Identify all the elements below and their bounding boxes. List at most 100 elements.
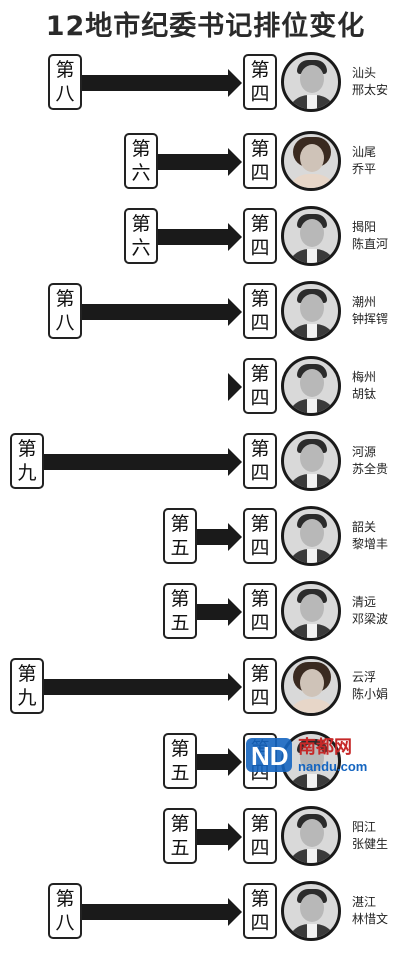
portrait-avatar xyxy=(281,431,341,491)
old-rank-box-char: 第 xyxy=(131,138,151,160)
page-title: 12地市纪委书记排位变化 xyxy=(45,11,366,42)
rank-row: 第四 梅州胡钛 xyxy=(0,350,411,424)
city-label: 河源 xyxy=(352,445,377,459)
old-rank-box: 第五 xyxy=(163,808,197,864)
old-rank-box: 第八 xyxy=(48,883,82,939)
new-rank-box-char: 四 xyxy=(250,687,270,709)
official-name: 湛江林惜文 xyxy=(352,894,388,928)
new-rank-box-char: 四 xyxy=(250,912,270,934)
official-name: 云浮陈小娟 xyxy=(352,669,388,703)
new-rank-box-char: 第 xyxy=(250,59,270,81)
old-rank-box-char: 第 xyxy=(170,588,190,610)
person-label: 苏全贵 xyxy=(352,462,389,476)
new-rank-box: 第四 xyxy=(243,358,277,414)
old-rank-box-char: 第 xyxy=(170,813,190,835)
arrow-shaft xyxy=(197,604,228,620)
svg-text:ND: ND xyxy=(251,741,289,771)
official-name: 韶关黎增丰 xyxy=(352,519,388,553)
portrait-avatar xyxy=(281,656,341,716)
rank-row: 第六第四揭阳陈直河 xyxy=(0,200,411,274)
old-rank-box-char: 第 xyxy=(55,59,75,81)
official-name: 河源苏全贵 xyxy=(352,444,388,478)
new-rank-box-char: 四 xyxy=(250,237,270,259)
new-rank-box-char: 第 xyxy=(250,138,270,160)
old-rank-box-char: 八 xyxy=(55,83,75,105)
old-rank-box-char: 第 xyxy=(55,288,75,310)
official-name: 清远邓梁波 xyxy=(352,594,388,628)
new-rank-box-char: 第 xyxy=(250,813,270,835)
old-rank-box-char: 六 xyxy=(131,162,151,184)
new-rank-box: 第四 xyxy=(243,658,277,714)
city-label: 云浮 xyxy=(352,670,377,684)
arrow-head-icon xyxy=(228,898,242,926)
arrow-shaft xyxy=(197,829,228,845)
arrow-head-icon xyxy=(228,298,242,326)
portrait-avatar xyxy=(281,206,341,266)
new-rank-box-char: 第 xyxy=(250,588,270,610)
old-rank-box-char: 五 xyxy=(170,837,190,859)
person-label: 邓梁波 xyxy=(352,612,389,626)
new-rank-box-char: 四 xyxy=(250,387,270,409)
new-rank-box: 第四 xyxy=(243,54,277,110)
person-label: 林惜文 xyxy=(352,912,389,926)
portrait-avatar xyxy=(281,881,341,941)
city-label: 汕头 xyxy=(352,66,377,80)
new-rank-box: 第四 xyxy=(243,133,277,189)
arrow-head-icon xyxy=(228,223,242,251)
official-name: 潮州钟挥锷 xyxy=(352,294,388,328)
old-rank-box-char: 第 xyxy=(131,213,151,235)
new-rank-box-char: 第 xyxy=(250,513,270,535)
nandu-logo-icon: ND 南都网 nandu.com xyxy=(246,736,367,774)
svg-text:南都网: 南都网 xyxy=(298,736,352,758)
portrait-avatar xyxy=(281,731,341,791)
rank-row: 第五第四韶关黎增丰 xyxy=(0,500,411,574)
city-label: 阳江 xyxy=(352,820,377,834)
new-rank-box-char: 第 xyxy=(250,288,270,310)
old-rank-box: 第五 xyxy=(163,733,197,789)
nandu-watermark: ND 南都网 nandu.com xyxy=(246,732,386,778)
old-rank-box-char: 第 xyxy=(17,663,37,685)
rank-row: 第五第四阳江张健生 xyxy=(0,800,411,874)
arrow-head-icon xyxy=(228,523,242,551)
arrow-shaft xyxy=(158,154,228,170)
new-rank-box: 第四 xyxy=(243,583,277,639)
city-label: 梅州 xyxy=(352,370,377,384)
old-rank-box-char: 九 xyxy=(17,462,37,484)
old-rank-box-char: 第 xyxy=(55,888,75,910)
arrow-head-icon xyxy=(228,748,242,776)
new-rank-box-char: 第 xyxy=(250,888,270,910)
official-name: 梅州胡钛 xyxy=(352,369,376,403)
arrow-shaft xyxy=(44,454,228,470)
new-rank-box-char: 第 xyxy=(250,213,270,235)
new-rank-box-char: 四 xyxy=(250,537,270,559)
city-label: 汕尾 xyxy=(352,145,377,159)
person-label: 钟挥锷 xyxy=(352,312,389,326)
arrow-shaft xyxy=(44,679,228,695)
official-name: 阳江张健生 xyxy=(352,819,388,853)
old-rank-box-char: 第 xyxy=(170,513,190,535)
arrow-shaft xyxy=(197,529,228,545)
official-name: 揭阳陈直河 xyxy=(352,219,388,253)
portrait-avatar xyxy=(281,356,341,416)
new-rank-box: 第四 xyxy=(243,208,277,264)
arrow-head-icon xyxy=(228,823,242,851)
arrow-head-icon xyxy=(228,69,242,97)
city-label: 清远 xyxy=(352,595,377,609)
person-label: 陈直河 xyxy=(352,237,389,251)
old-rank-box-char: 第 xyxy=(170,738,190,760)
new-rank-box-char: 四 xyxy=(250,837,270,859)
arrow-head-icon xyxy=(228,373,242,401)
arrow-head-icon xyxy=(228,148,242,176)
arrow-head-icon xyxy=(228,448,242,476)
city-label: 揭阳 xyxy=(352,220,377,234)
arrow-shaft xyxy=(197,754,228,770)
new-rank-box-char: 四 xyxy=(250,162,270,184)
old-rank-box-char: 九 xyxy=(17,687,37,709)
svg-text:nandu.com: nandu.com xyxy=(298,759,367,774)
official-name: 汕尾乔平 xyxy=(352,144,376,178)
arrow-head-icon xyxy=(228,673,242,701)
old-rank-box: 第五 xyxy=(163,583,197,639)
arrow-shaft xyxy=(82,304,228,320)
city-label: 韶关 xyxy=(352,520,377,534)
official-name: 汕头邢太安 xyxy=(352,65,388,99)
